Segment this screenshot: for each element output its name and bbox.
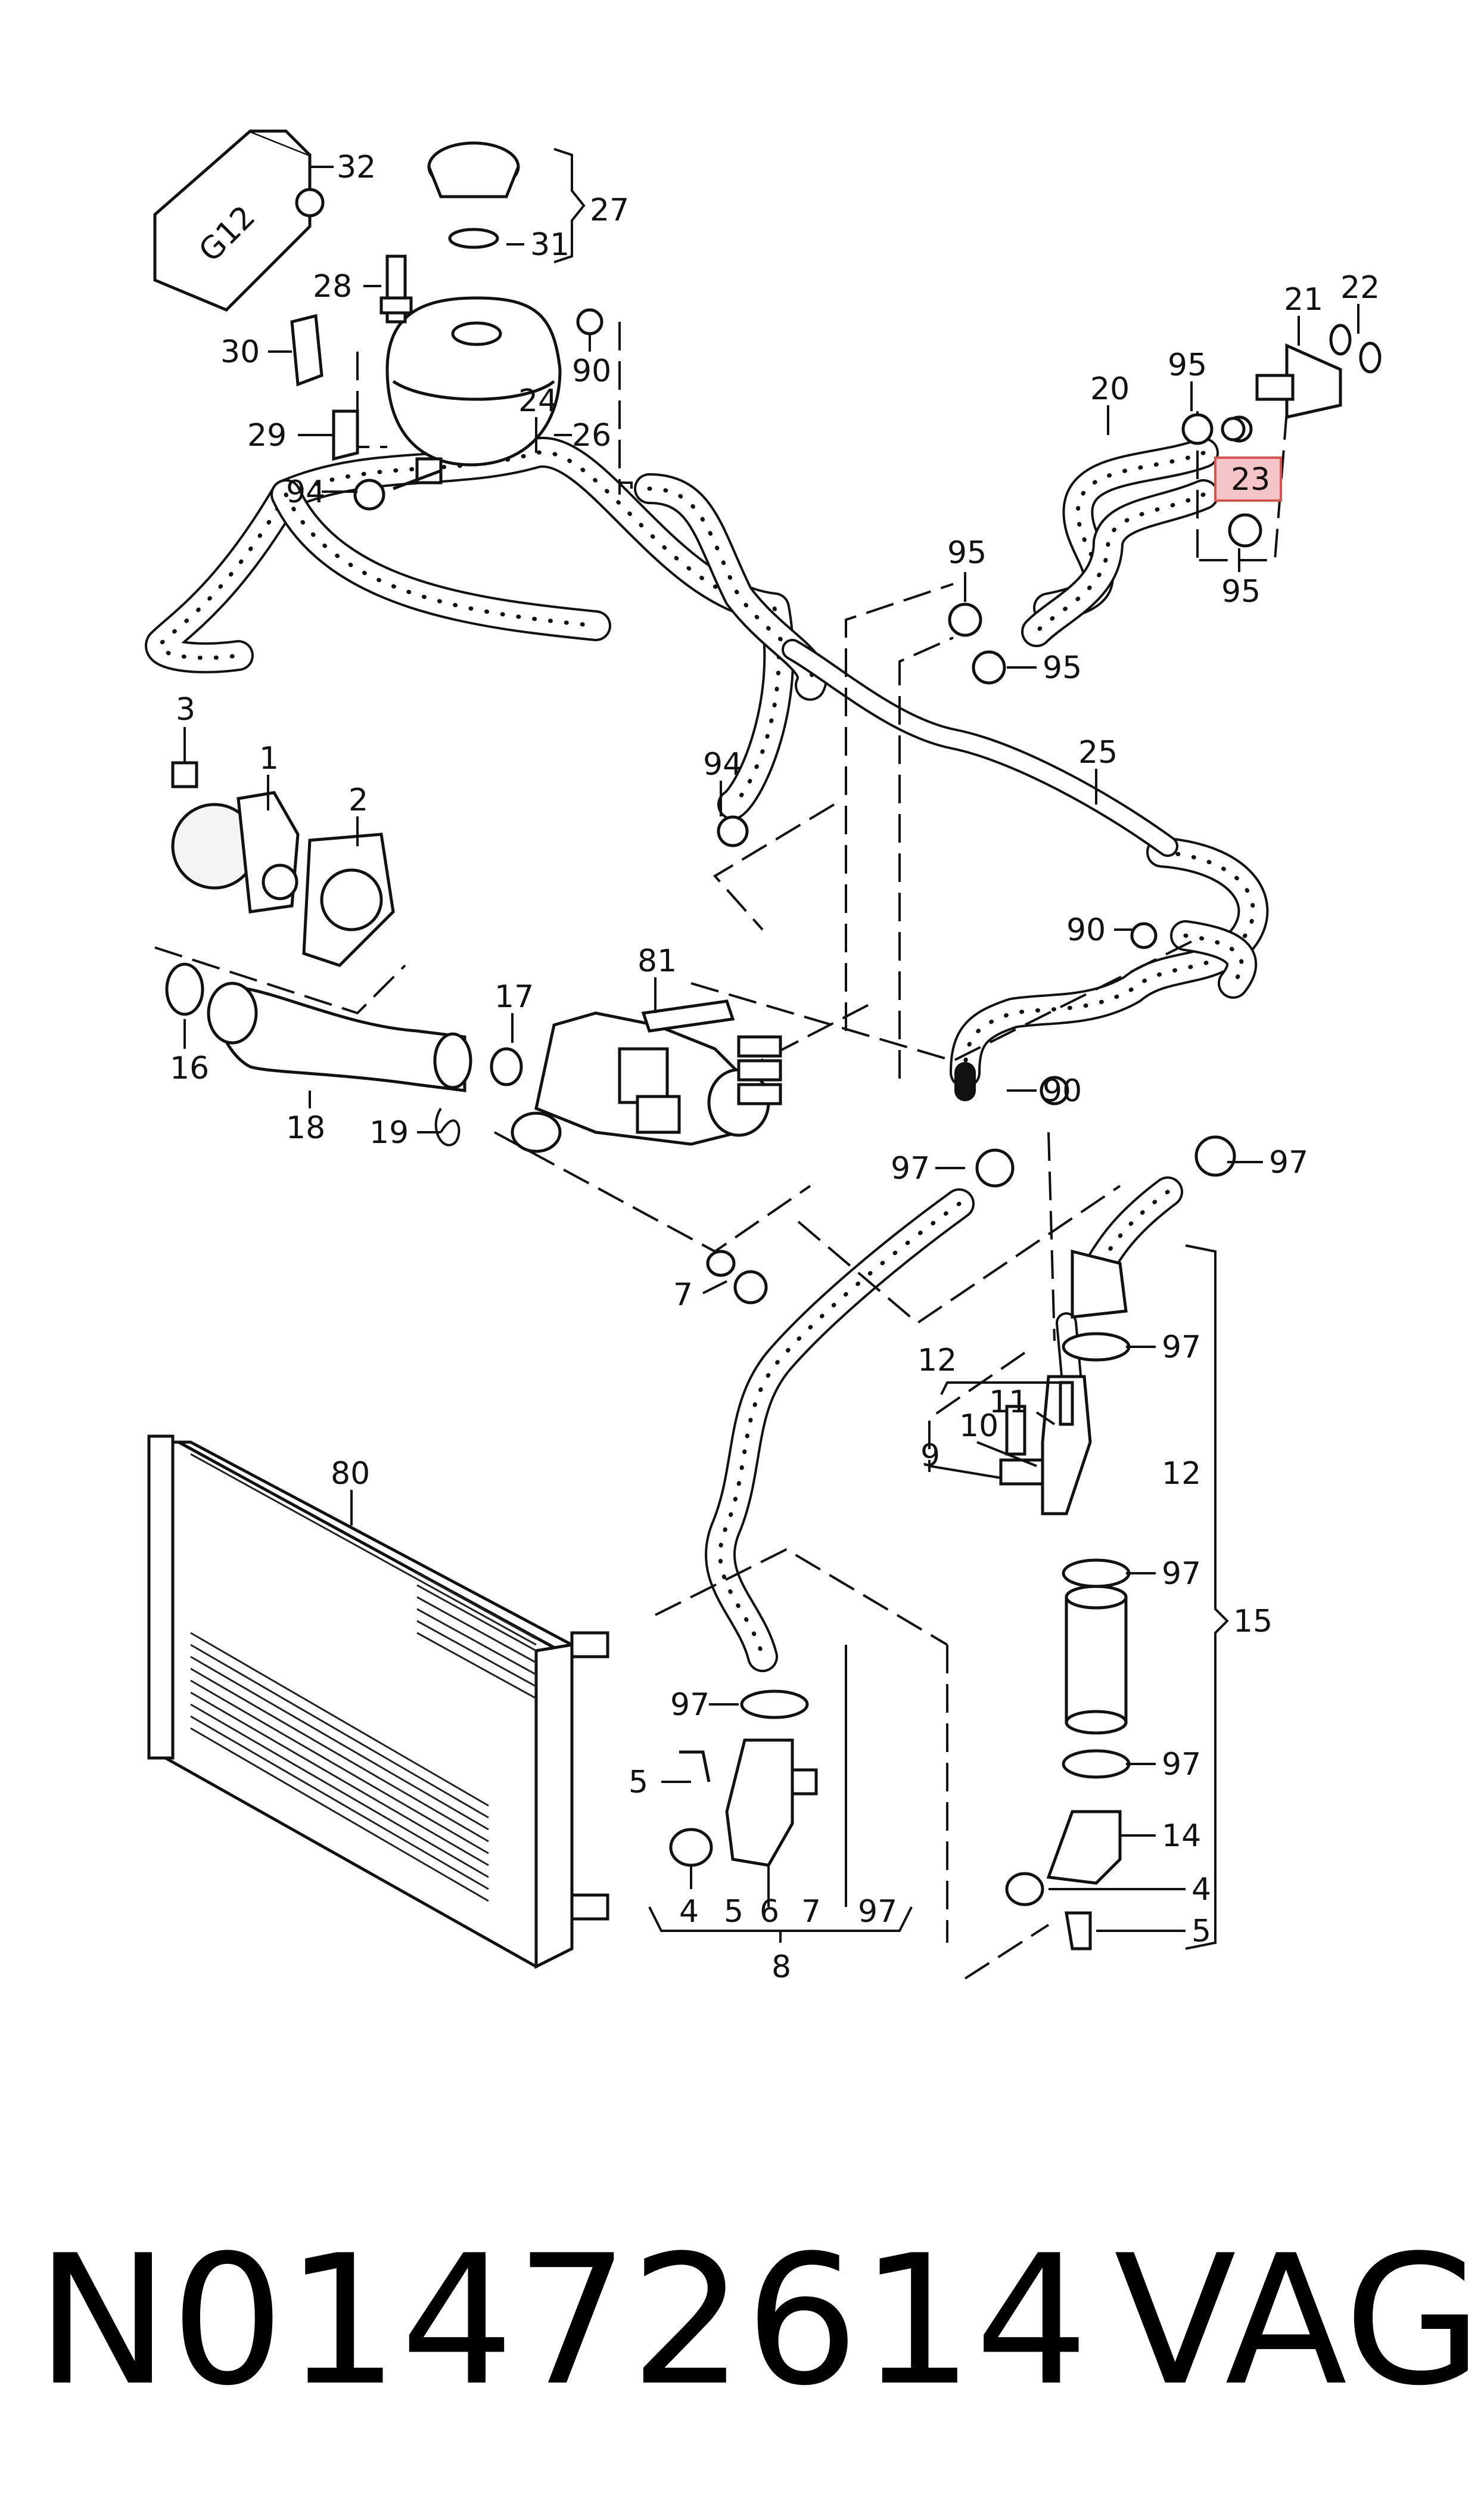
callout-90-top: 90 [572, 353, 611, 389]
bolt-23 [1221, 417, 1246, 442]
hose-section-15 [1065, 1249, 1128, 1735]
callout-95-mid: 95 [947, 535, 987, 571]
callout-97-b: 97 [1269, 1145, 1308, 1181]
callout-97-e: 97 [1162, 1747, 1201, 1782]
o-ring-16 [165, 962, 204, 1016]
callout-6: 6 [760, 1894, 779, 1930]
hose-24 [145, 437, 795, 820]
flange-21 [1255, 324, 1382, 420]
callout-97-a: 97 [891, 1151, 930, 1186]
hose-25 [950, 837, 1269, 1088]
callout-97-d: 97 [1162, 1556, 1201, 1592]
callout-90-mid: 90 [1066, 912, 1106, 948]
radiator-fins [190, 1453, 537, 1902]
callout-90-low: 90 [1043, 1073, 1082, 1109]
coolant-pipe-18 [207, 981, 472, 1092]
callout-8: 8 [771, 1949, 791, 1985]
callout-labels: 32 27 31 28 30 90 29 26 94 24 20 95 21 2… [170, 150, 1380, 1985]
cap-7 [706, 1250, 768, 1304]
callout-27: 27 [590, 192, 629, 228]
callout-81: 81 [637, 943, 677, 979]
callout-5-mid: 5 [724, 1894, 743, 1930]
callout-12-right: 12 [1162, 1456, 1201, 1492]
callout-26: 26 [572, 418, 611, 454]
callout-97-f: 97 [670, 1687, 710, 1723]
callout-23: 23 [1231, 462, 1270, 498]
callout-80: 80 [331, 1456, 370, 1492]
callout-4-right: 4 [1191, 1872, 1211, 1908]
callout-16: 16 [170, 1051, 209, 1086]
level-sensor [379, 254, 413, 324]
bracket-30 [290, 313, 323, 387]
callout-28: 28 [313, 269, 352, 305]
part-number: N01472614 [36, 2217, 1090, 2425]
callout-5-left: 5 [629, 1765, 648, 1800]
retaining-clip-19 [434, 1107, 461, 1147]
callout-19: 19 [369, 1115, 409, 1151]
water-pump [171, 761, 300, 914]
callout-95-topright: 95 [1168, 347, 1207, 383]
thermostat-housing [511, 999, 782, 1153]
o-ring-17 [490, 1047, 523, 1086]
callout-17: 17 [494, 979, 534, 1015]
leader-lines [183, 148, 1359, 1950]
clip-29 [332, 409, 359, 461]
hose-lower-radiator [705, 1188, 975, 1672]
callout-1: 1 [259, 741, 279, 776]
callout-97-c: 97 [1162, 1330, 1201, 1365]
callout-94-mid: 94 [703, 747, 742, 782]
callout-12-left: 12 [917, 1343, 957, 1378]
callout-11: 11 [989, 1384, 1028, 1420]
reservoir-cap [427, 141, 520, 249]
o-ring-4 [669, 1828, 713, 1867]
brand-name: VAG [1114, 2217, 1483, 2425]
elbow-14 [1005, 1810, 1122, 1950]
callout-4-left: 4 [679, 1894, 699, 1930]
callout-97-g: 97 [858, 1894, 897, 1930]
callout-94-top: 94 [286, 474, 325, 510]
expansion-tank [385, 296, 562, 490]
hose-20 [1021, 437, 1219, 647]
callout-95-right: 95 [1221, 574, 1261, 610]
callout-22: 22 [1340, 270, 1380, 306]
callout-23-highlight: 23 [1214, 456, 1282, 502]
callout-95-lower: 95 [1043, 650, 1082, 686]
gasket [302, 833, 395, 967]
callout-20: 20 [1090, 371, 1130, 407]
callout-24: 24 [518, 383, 558, 419]
callout-18: 18 [286, 1110, 325, 1146]
callout-32: 32 [337, 150, 376, 185]
callout-21: 21 [1284, 282, 1323, 318]
callout-15: 15 [1233, 1604, 1273, 1639]
callout-29: 29 [247, 418, 287, 454]
callout-7-top: 7 [673, 1277, 693, 1313]
clamps [353, 308, 1262, 1779]
callout-5-right: 5 [1191, 1914, 1211, 1949]
callout-9: 9 [920, 1438, 940, 1474]
callout-14: 14 [1162, 1818, 1201, 1854]
callout-31: 31 [530, 227, 570, 263]
callout-30: 30 [220, 334, 260, 370]
callout-3: 3 [176, 692, 195, 728]
radiator [147, 1434, 609, 1970]
callout-25: 25 [1078, 735, 1118, 771]
callout-2: 2 [349, 782, 368, 818]
callout-10: 10 [959, 1408, 998, 1444]
coolant-canister: G12 [153, 129, 325, 312]
callout-7-bottom: 7 [801, 1894, 821, 1930]
